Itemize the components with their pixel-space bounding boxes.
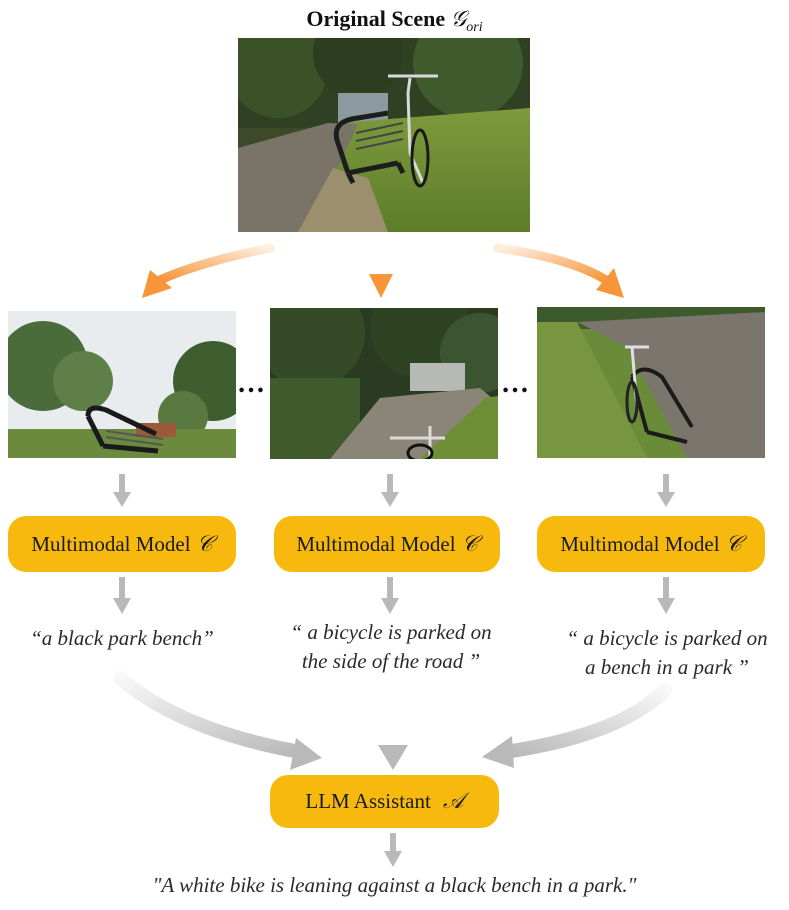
original-scene-title: Original Scene 𝒢ori xyxy=(0,6,789,35)
gray-arrow-caption1-assistant xyxy=(113,671,322,770)
caption-2: “ a bicycle is parked on the side of the… xyxy=(262,618,520,676)
caption-3: “ a bicycle is parked on a bench in a pa… xyxy=(545,624,789,682)
llm-assistant-box: LLM Assistant 𝒜 xyxy=(270,775,499,828)
gray-arrow-assistant-final xyxy=(384,833,402,867)
gray-arrow-photo2-model2 xyxy=(381,474,399,507)
model-symbol: 𝒞 xyxy=(461,531,478,557)
scene-subscript: ori xyxy=(466,20,483,35)
caption-1: “a black park bench” xyxy=(0,624,244,653)
caption-3-line2: a bench in a park ” xyxy=(585,655,749,679)
gray-arrow-caption2-assistant xyxy=(378,688,408,770)
gray-arrow-model2-caption2 xyxy=(381,577,399,614)
gray-arrow-model1-caption1 xyxy=(113,577,131,614)
model-symbol: 𝒞 xyxy=(725,531,742,557)
view-photo-3 xyxy=(537,307,765,458)
orange-arrow-left xyxy=(142,243,275,298)
view-photo-1 xyxy=(8,311,236,458)
ellipsis-separator-2: … xyxy=(501,368,530,399)
gray-arrow-model3-caption3 xyxy=(657,577,675,614)
scene-symbol: 𝒢 xyxy=(450,6,467,31)
caption-2-line2: the side of the road ” xyxy=(301,649,481,673)
caption-3-line1: “ a bicycle is parked on xyxy=(566,626,768,650)
caption-2-line1: “ a bicycle is parked on xyxy=(290,620,492,644)
model-label: Multimodal Model xyxy=(296,531,456,556)
assistant-symbol: 𝒜 xyxy=(442,789,464,814)
final-caption: "A white bike is leaning against a black… xyxy=(152,873,637,897)
ellipsis-separator-1: … xyxy=(237,368,266,399)
view-photo-2 xyxy=(270,308,498,459)
gray-arrow-photo3-model3 xyxy=(657,474,675,507)
model-label: Multimodal Model xyxy=(560,531,720,556)
orange-arrow-center xyxy=(369,240,393,298)
orange-arrow-right xyxy=(493,243,624,298)
gray-arrow-caption3-assistant xyxy=(482,683,672,768)
title-text: Original Scene xyxy=(306,6,446,31)
model-symbol: 𝒞 xyxy=(196,531,213,557)
gray-arrow-photo1-model1 xyxy=(113,474,131,507)
caption-1-line1: “a black park bench” xyxy=(30,626,214,650)
original-scene-photo xyxy=(238,38,530,232)
model-label: Multimodal Model xyxy=(31,531,191,556)
assistant-label: LLM Assistant xyxy=(305,789,431,813)
